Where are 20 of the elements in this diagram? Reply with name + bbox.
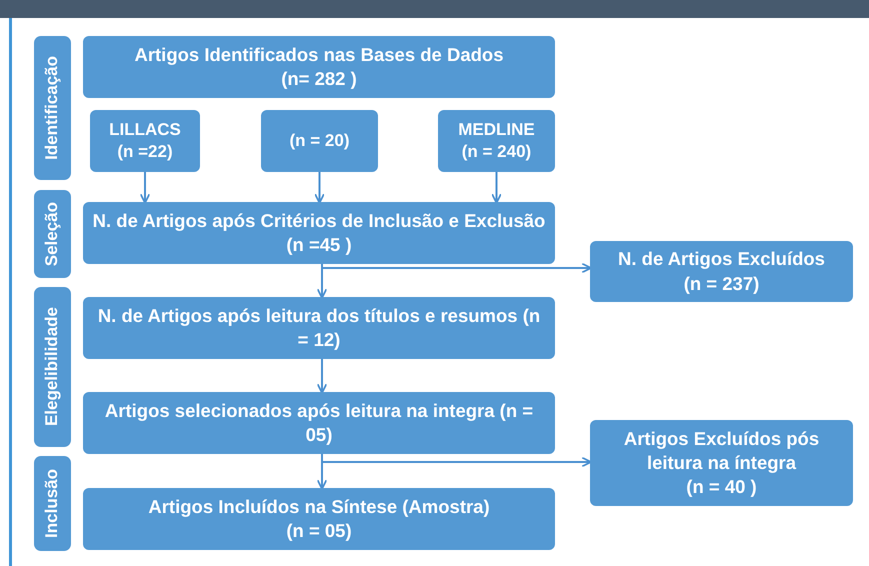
arrow bbox=[321, 454, 592, 468]
arrow bbox=[140, 172, 150, 204]
process-box: Artigos Excluídos pós leitura na íntegra (n = 40 ) bbox=[590, 420, 853, 506]
stage-label: Elegelibilidade bbox=[34, 287, 71, 447]
arrow bbox=[491, 172, 502, 204]
process-box: N. de Artigos após leitura dos títulos e resumos (n = 12) bbox=[83, 297, 555, 359]
arrow bbox=[314, 172, 325, 204]
stage-label: Inclusão bbox=[34, 456, 71, 551]
arrow bbox=[316, 359, 328, 394]
process-box: Artigos selecionados após leitura na integra (n = 05) bbox=[83, 392, 555, 454]
process-box: (n = 20) bbox=[261, 110, 378, 172]
stage-label: Seleção bbox=[34, 190, 71, 278]
process-box: N. de Artigos após Critérios de Inclusão e Exclusão (n =45 ) bbox=[83, 202, 555, 264]
process-box: LILLACS (n =22) bbox=[90, 110, 200, 172]
arrow bbox=[321, 262, 592, 274]
process-box: Artigos Incluídos na Síntese (Amostra) (n = 05) bbox=[83, 488, 555, 550]
process-box: N. de Artigos Excluídos (n = 237) bbox=[590, 241, 853, 302]
process-box: Artigos Identificados nas Bases de Dados (n= 282 ) bbox=[83, 36, 555, 98]
stage-label: Identificação bbox=[34, 36, 71, 180]
process-box: MEDLINE (n = 240) bbox=[438, 110, 555, 172]
